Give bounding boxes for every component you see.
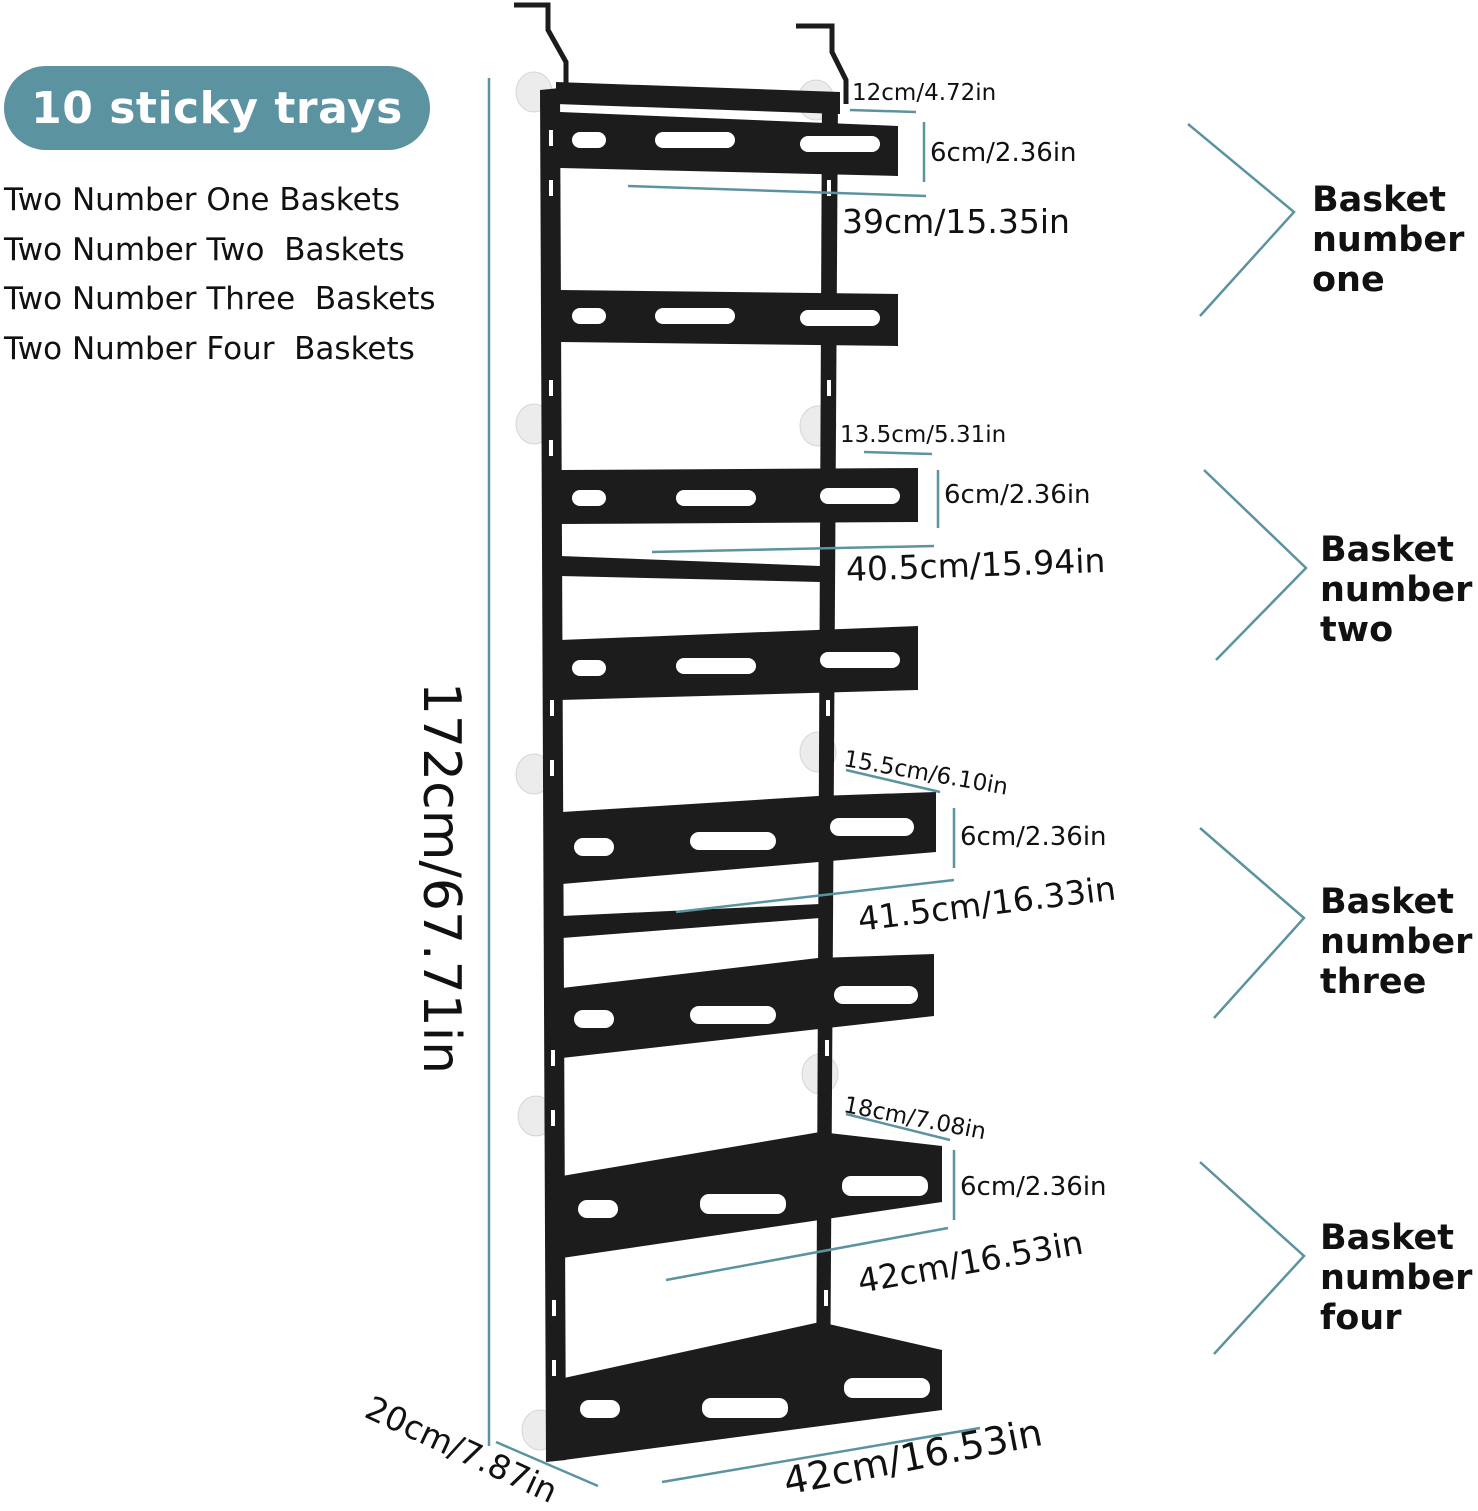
basket-four-upper [562,1132,942,1258]
basket-three-upper [562,792,936,884]
rack-uprights [540,88,838,1462]
basket-four-lower [564,1322,942,1460]
door-hooks [514,2,849,104]
contents-list: Two Number One Baskets Two Number Two Ba… [4,176,436,374]
dimension-lines [487,78,981,1488]
basket-one-depth: 12cm/4.72in [852,80,997,106]
trays-badge-text: 10 sticky trays [31,82,403,134]
cross-bar [562,904,820,938]
basket-two-depth: 13.5cm/5.31in [840,422,1007,448]
basket-one-height: 6cm/2.36in [930,138,1077,168]
basket-four-height: 6cm/2.36in [960,1172,1107,1202]
basket-one-lower [560,290,898,346]
top-bar [556,82,840,114]
basket-three-height: 6cm/2.36in [960,822,1107,852]
basket-one-length: 39cm/15.35in [842,202,1070,241]
group-chevrons [1187,123,1308,1355]
contents-item: Two Number Two Baskets [4,231,405,268]
trays-badge: 10 sticky trays [4,66,430,150]
basket-two-lower [560,626,918,700]
basket-two-height: 6cm/2.36in [944,480,1091,510]
contents-item: Two Number Four Baskets [4,330,415,367]
contents-item: Two Number Three Baskets [4,281,436,317]
basket-three-lower [562,954,934,1058]
basket-two-upper [560,468,918,524]
basket-one-upper [560,112,898,176]
contents-item: Two Number One Baskets [4,182,400,218]
cross-bar [560,556,820,582]
overall-height-label: 172cm/67.71in [411,681,471,1075]
